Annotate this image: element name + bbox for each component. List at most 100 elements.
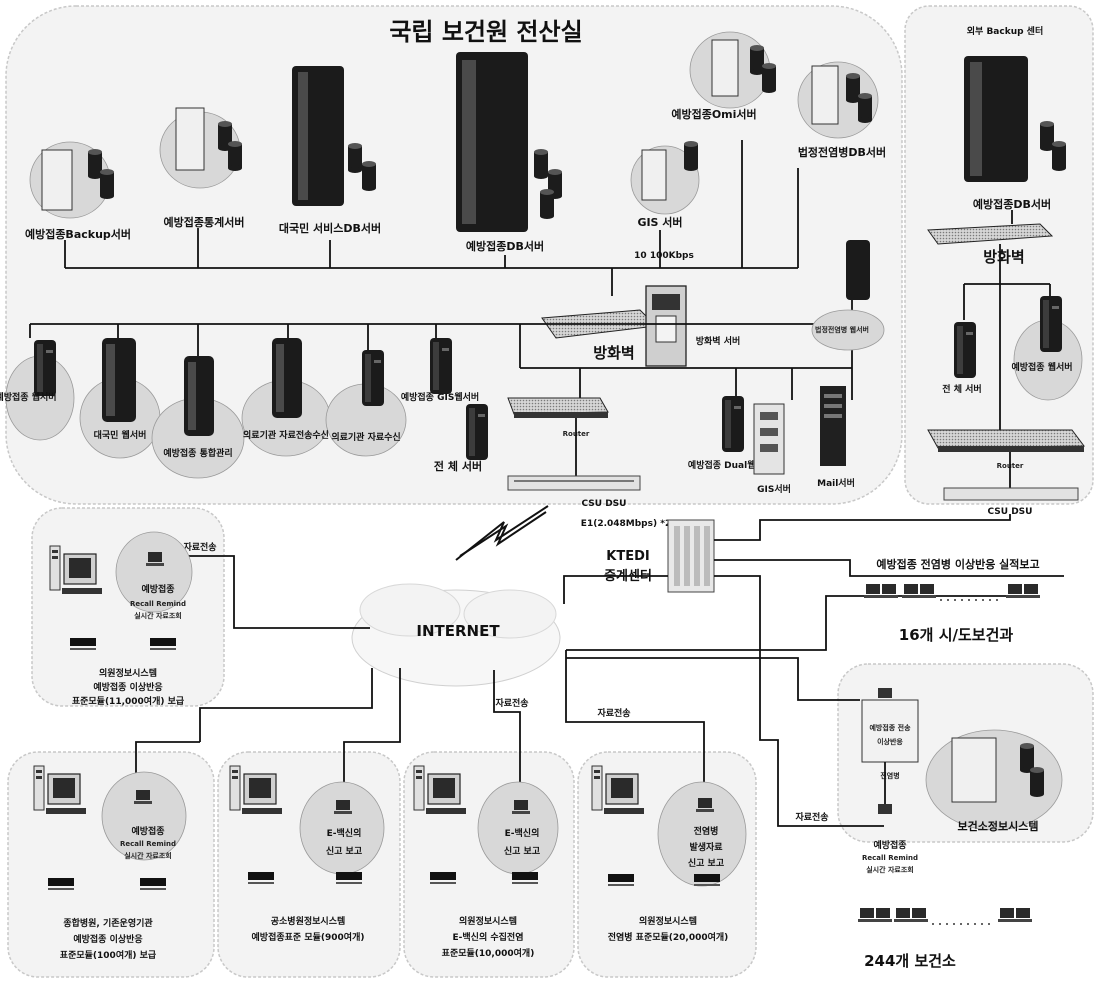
wire-site-2 [343,668,401,800]
backup-router-icon [927,429,1085,452]
label-site-3-caption-1: 의원정보시스템 [459,915,517,927]
omi-server-icon [689,31,776,109]
public-db-server-icon [292,66,376,206]
ktedi-relay-icon [667,519,715,593]
medical-transfer-server-icon [241,338,331,457]
wire-internet-ktedi [563,575,668,604]
wire-site-4 [565,650,705,800]
label-medical-receive: 의료기관 자료수신 [331,431,400,443]
firewall-server-icon [645,285,687,367]
backup-main-server-icon [954,322,976,378]
clinic-top-pc-icon [49,531,193,650]
integrated-mgmt-server-icon [151,356,245,479]
label-site-1-title-3: 실시간 자료조회 [124,851,172,860]
router-icon [507,397,609,418]
label-hc-recall-3: 실시간 자료조회 [866,865,914,874]
label-transfer-3: 자료전송 [597,707,630,719]
label-backup-firewall: 방화벽 [983,248,1024,266]
site-4-pc-icon [591,765,747,887]
label-vaccination-gis-web: 예방접종 GIS웹서버 [401,391,479,403]
label-site-1-caption-1: 종합병원, 기존운영기관 [63,917,153,929]
label-dual-web-server: 예방접종 Dual웹서버 [688,459,772,471]
label-clinic-top-title-1: 예방접종 [141,583,174,595]
province-workstations-icon [864,584,1040,601]
site-3-pc-icon [413,765,559,884]
infectious-web-server-icon [811,240,885,351]
label-vaccination-web-server: 예방접종 웹서버 [0,391,57,403]
label-firewall-server: 방화벽 서버 [696,335,741,347]
label-omi-server: 예방접종Omi서버 [671,107,756,121]
internet-cloud-icon [351,583,561,687]
wire-site-3 [493,670,521,800]
wire-ktedi-health [714,575,884,827]
label-site-4-caption-1: 의원정보시스템 [639,915,697,927]
wire-ktedi-report [714,559,1064,577]
wire-site-1 [199,668,373,742]
site-1-pc-icon [33,765,187,890]
backup-center-title: 외부 Backup 센터 [967,25,1044,37]
label-site-4-title-1: 전염병 [694,825,719,837]
label-hc-box-2: 이상반응 [877,737,903,746]
dual-web-server-icon [722,396,744,452]
label-csu: CSU DSU [582,499,627,509]
health-center-box-icon [861,688,919,814]
infectious-db-server-icon [797,61,879,139]
backup-server-icon [29,141,114,219]
label-integrated-mgmt: 예방접종 통합관리 [163,447,232,459]
label-clinic-top-title-3: 실시간 자료조회 [134,611,182,620]
label-e1: E1(2.048Mbps) *2 [581,519,671,529]
label-site-2-title-1: E-백신의 [327,827,362,839]
medical-receive-server-icon [325,350,407,457]
label-vaccination-db-server: 예방접종DB서버 [466,239,544,253]
label-public-web-server: 대국민 웹서버 [94,429,147,441]
label-provinces: 16개 시/도보건과 [899,626,1014,644]
wire-ktedi-backup [714,514,1011,541]
stats-server-icon [159,107,242,189]
wire-internet-hc [566,657,860,701]
label-hc-box-1: 예방접종 전송 [869,723,911,732]
label-site-1-caption-2: 예방접종 이상반응 [73,933,142,945]
label-mail-server: Mail서버 [817,477,855,489]
label-infectious-web-server: 법정전염병 웹서버 [815,325,869,334]
gis-server-icon [630,141,700,215]
label-backup-csu: CSU DSU [988,507,1033,517]
label-backup-db-server: 예방접종DB서버 [973,197,1051,211]
label-hc-box-3: 전염병 [880,771,899,780]
backup-csu-icon [943,487,1079,501]
label-site-4-title-2: 발생자료 [689,841,723,853]
label-site-3-caption-3: 표준모듈(10,000여개) [442,947,535,959]
label-clinic-top-title-2: Recall Remind [130,600,186,608]
label-report: 예방접종 전염병 이상반응 실적보고 [876,557,1039,571]
label-site-2-caption-1: 공소병원정보시스템 [271,915,346,927]
diagram-title: 국립 보건원 전산실 [389,18,582,46]
label-site-2-caption-2: 예방접종표준 모듈(900여개) [252,931,365,943]
health-center-workstations-icon [858,908,1032,925]
label-ktedi: KTEDI [606,549,649,564]
label-site-2-title-2: 신고 보고 [326,845,362,857]
label-transfer-2: 자료전송 [495,697,528,709]
csu-icon [507,475,641,491]
label-infectious-db-server: 법정전염병DB서버 [798,145,886,159]
label-site-1-title-1: 예방접종 [131,825,164,837]
label-hc-recall-1: 예방접종 [873,839,906,851]
label-transfer-1: 자료전송 [183,541,216,553]
backup-web-server-icon [1013,296,1083,401]
gis-server-rack-icon [753,403,785,475]
label-medical-transfer: 의료기관 자료전송수신 [243,429,329,441]
label-network-speed: 10 100Kbps [634,251,694,261]
vaccination-gis-web-server-icon [430,338,452,394]
mail-server-icon [820,386,846,466]
label-clinic-top-caption-3: 표준모듈(11,000여개) 보급 [72,695,185,707]
vaccination-db-server-icon [456,52,562,232]
label-site-3-title-1: E-백신의 [505,827,540,839]
label-clinic-top-caption-2: 예방접종 이상반응 [93,681,162,693]
label-backup-web-server: 예방접종 웹서버 [1011,361,1072,373]
label-site-3-caption-2: E-백신의 수집전염 [453,931,524,943]
label-site-4-caption-2: 전염병 표준모듈(20,000여개) [608,931,729,943]
label-public-db-server: 대국민 서비스DB서버 [279,221,381,235]
label-health-centers: 244개 보건소 [864,952,956,970]
health-system-icon [925,729,1063,831]
public-web-server-icon [79,338,161,459]
